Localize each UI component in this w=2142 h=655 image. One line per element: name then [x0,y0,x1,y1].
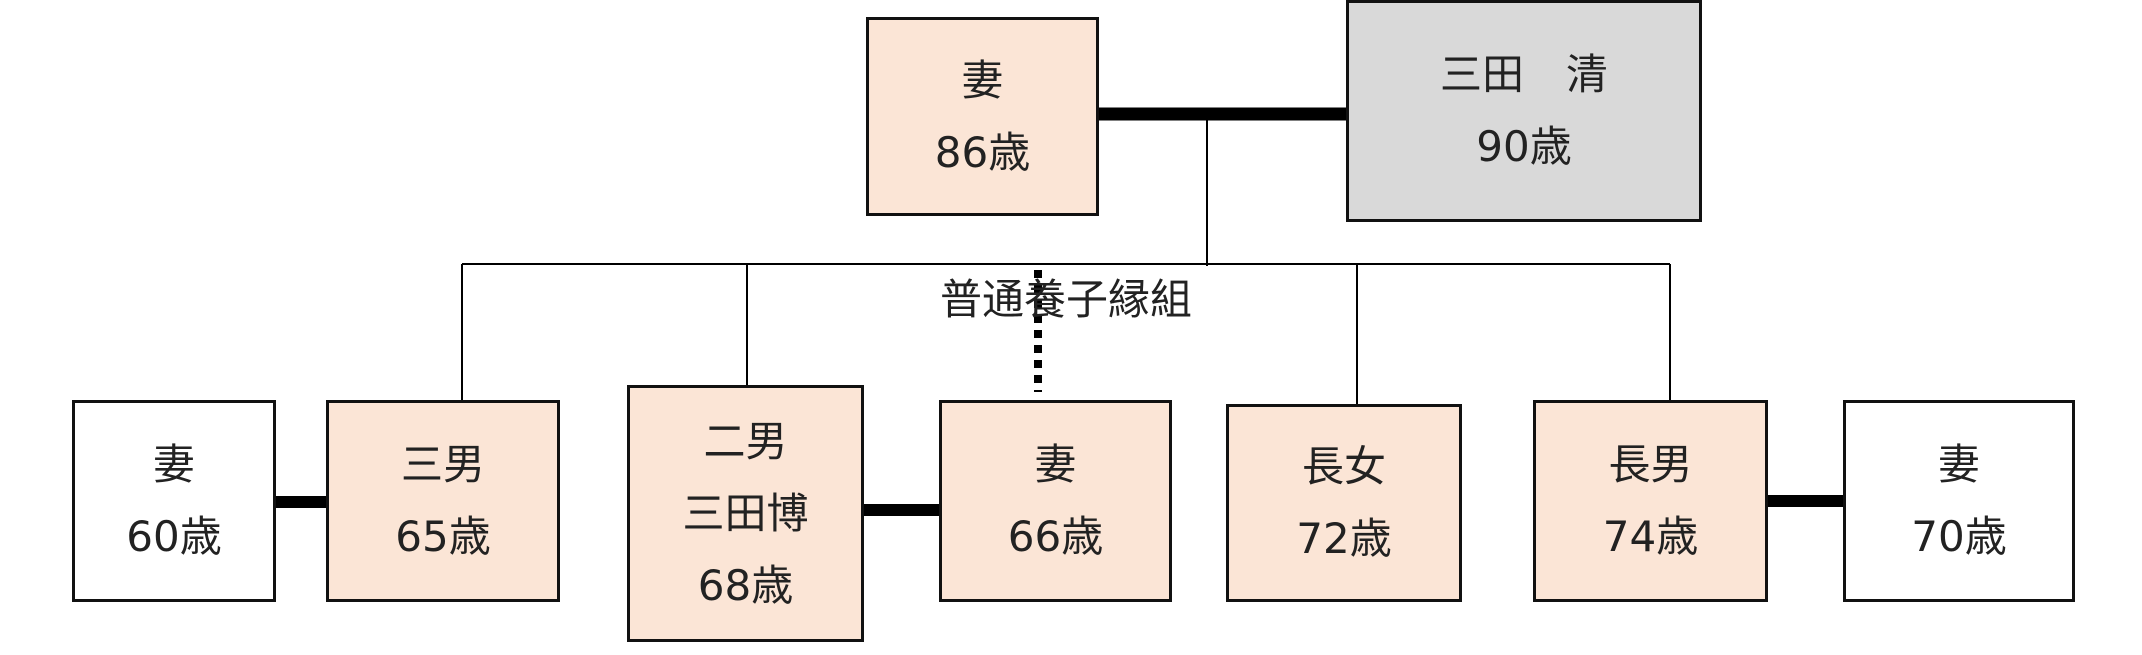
person-box-second-son: 二男 三田博 68歳 [627,385,864,642]
age-text: 68歳 [697,560,794,610]
age-text: 90歳 [1476,122,1572,171]
age-text: 60歳 [126,512,222,561]
age-text: 65歳 [395,512,491,561]
age-text: 70歳 [1911,512,2007,561]
person-box-wife-second-son: 妻 66歳 [939,400,1172,602]
person-box-grandfather: 三田 清 90歳 [1346,0,1702,222]
name-text: 長女 [1301,442,1386,491]
name-text: 三男 [400,440,485,489]
person-box-eldest-daughter: 長女 72歳 [1226,404,1462,602]
name-text: 妻 [1937,440,1980,489]
age-text: 66歳 [1007,512,1104,561]
person-box-wife-eldest-son: 妻 70歳 [1843,400,2075,602]
adoption-label: 普通養子縁組 [940,275,1193,324]
age-text: 86歳 [934,127,1031,177]
age-text: 72歳 [1296,514,1392,563]
name-text: 長男 [1608,440,1693,489]
name-text: 三田 清 [1439,50,1608,99]
age-text: 74歳 [1602,512,1699,561]
person-box-grandmother: 妻 86歳 [866,17,1099,216]
person-box-wife-third-son: 妻 60歳 [72,400,276,602]
person-box-third-son: 三男 65歳 [326,400,560,602]
name-text: 妻 [152,440,195,489]
relation-text: 二男 [703,416,788,466]
name-text: 三田博 [682,488,809,538]
person-box-eldest-son: 長男 74歳 [1533,400,1768,602]
name-text: 妻 [961,55,1004,105]
name-text: 妻 [1034,440,1077,489]
